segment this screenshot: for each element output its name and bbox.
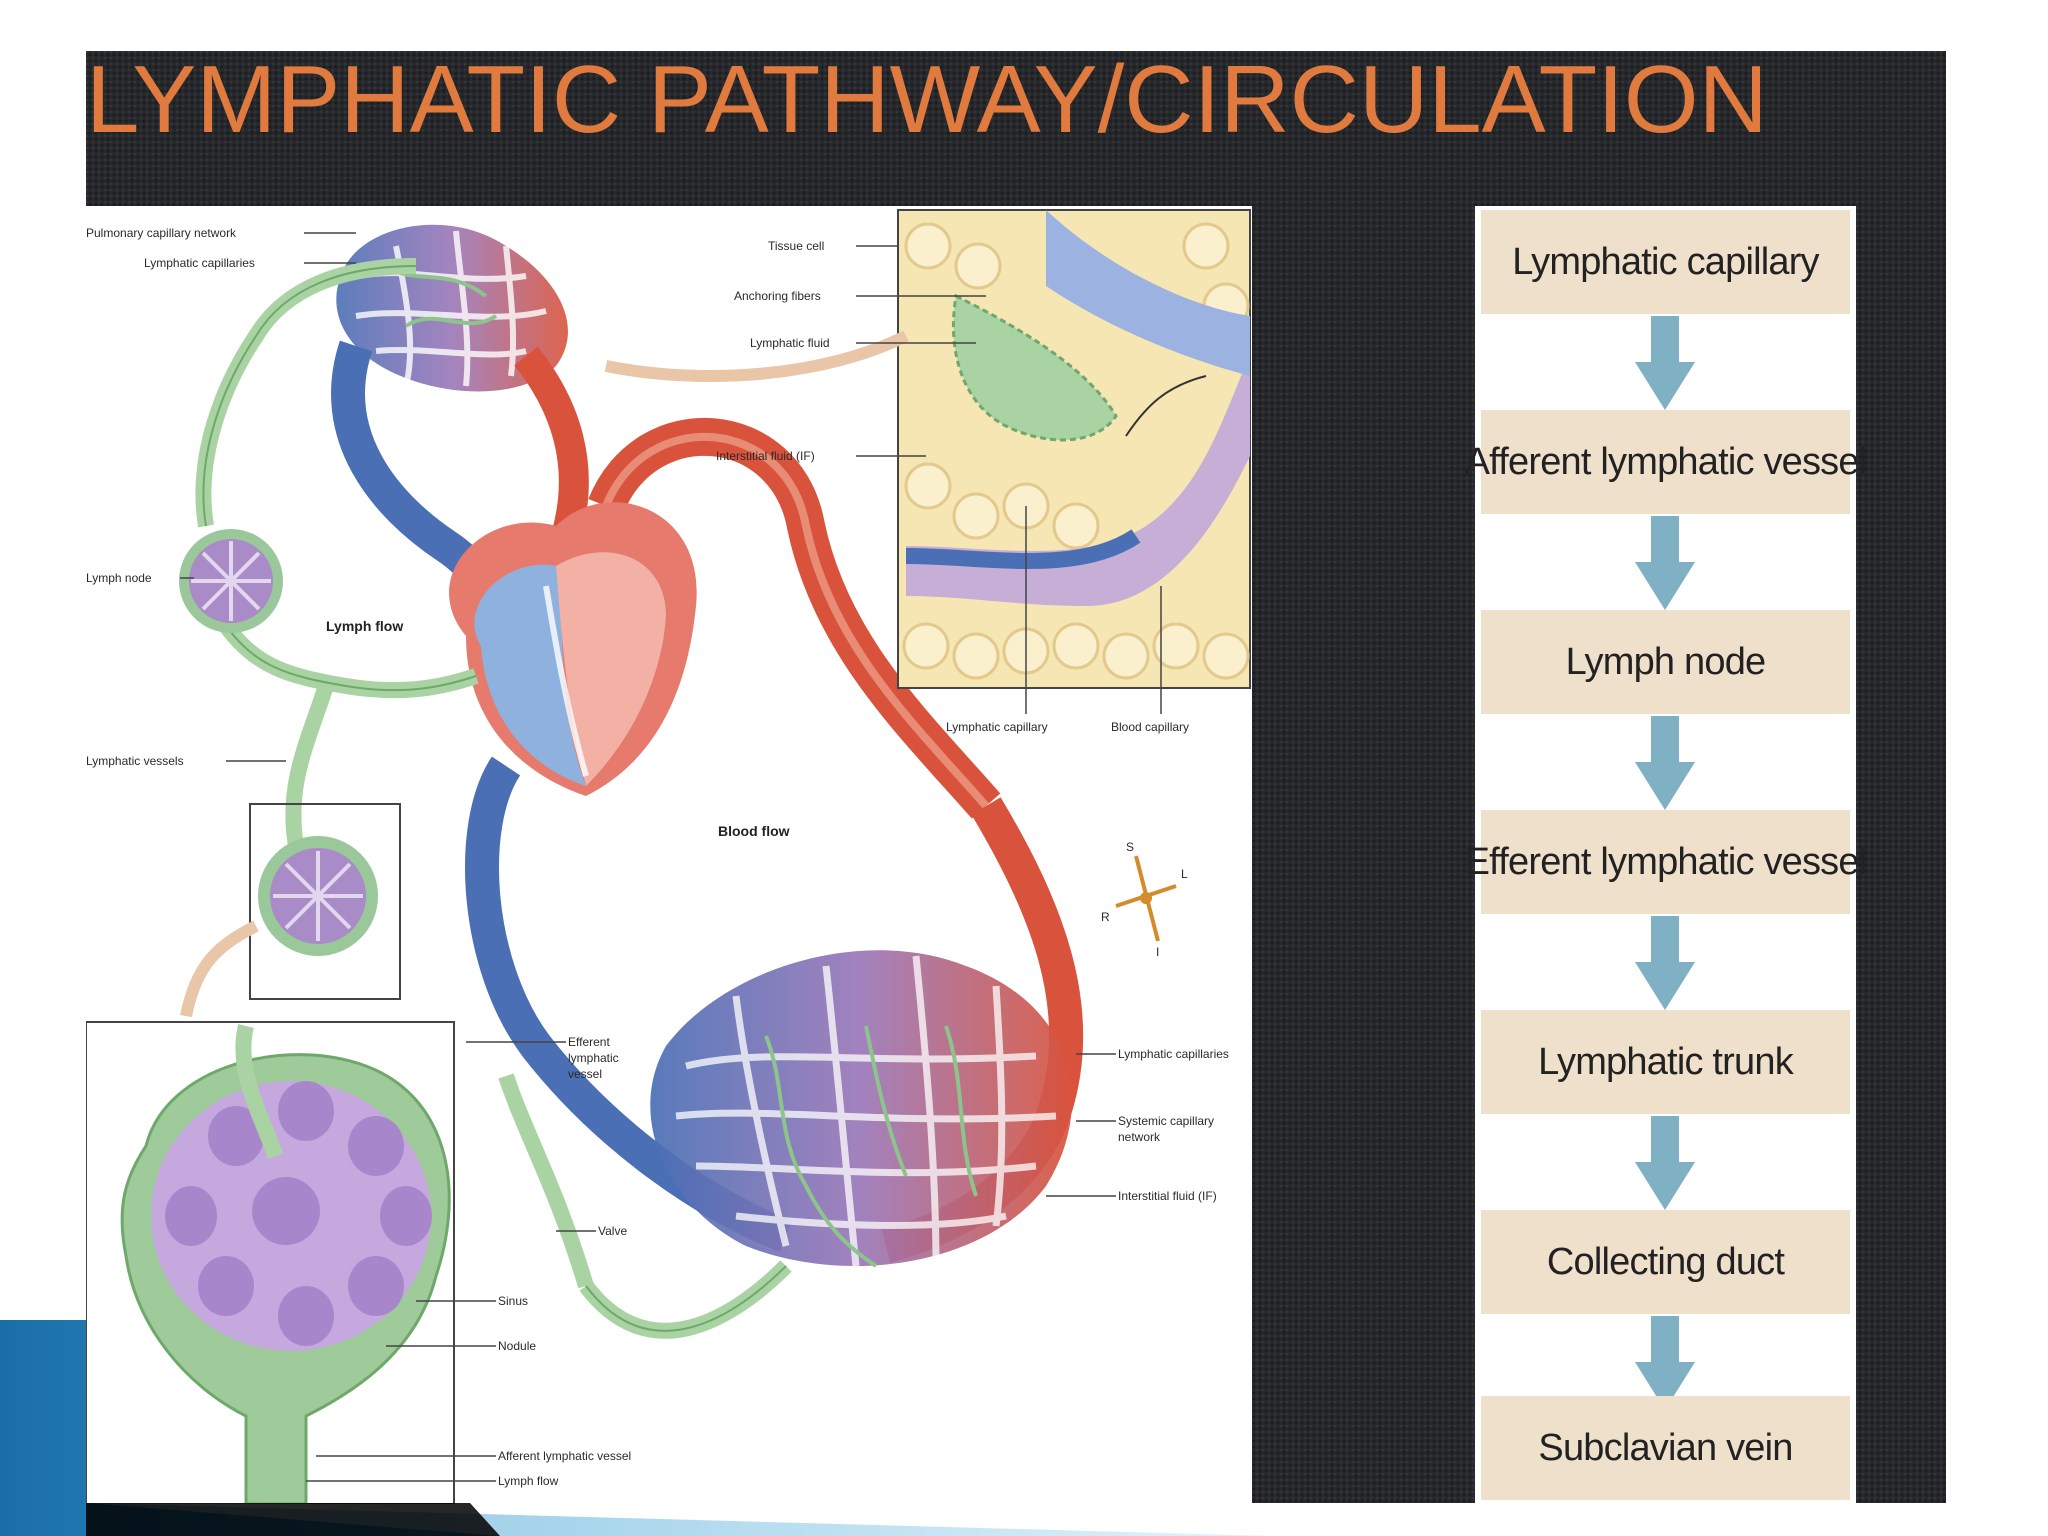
label-nodule: Nodule	[498, 1339, 536, 1353]
label-valve: Valve	[598, 1224, 627, 1238]
label-blood-flow: Blood flow	[718, 823, 790, 839]
label-efferent-2: lymphatic	[568, 1051, 619, 1065]
compass-rose: S L R I	[1101, 840, 1188, 959]
flow-step-1: Lymphatic capillary	[1481, 210, 1850, 314]
flow-step-6: Collecting duct	[1481, 1210, 1850, 1314]
diagram-illustration: S L R I Pulmonary	[86, 209, 1251, 1504]
label-lymph-flow-bottom: Lymph flow	[498, 1474, 559, 1488]
label-interstitial-fluid-2: Interstitial fluid (IF)	[1118, 1189, 1217, 1203]
label-sinus: Sinus	[498, 1294, 528, 1308]
lymph-pathway-flowchart: Lymphatic capillary Afferent lymphatic v…	[1465, 206, 1867, 1504]
slide-title: LYMPHATIC PATHWAY/CIRCULATION	[86, 46, 1768, 153]
label-systemic-2: network	[1118, 1130, 1161, 1144]
label-afferent-lymphatic-vessel: Afferent lymphatic vessel	[498, 1449, 631, 1463]
label-blood-capillary: Blood capillary	[1111, 720, 1189, 734]
label-lymphatic-capillary: Lymphatic capillary	[946, 720, 1048, 734]
down-arrow-icon	[1635, 1116, 1695, 1210]
lymph-node-middle	[258, 836, 378, 956]
lymphatic-diagram: S L R I Pulmonary	[86, 206, 1252, 1504]
label-lymphatic-fluid: Lymphatic fluid	[750, 336, 830, 350]
tissue-inset	[897, 209, 1251, 689]
label-efferent-1: Efferent	[568, 1035, 610, 1049]
label-lymph-node: Lymph node	[86, 571, 152, 585]
flow-step-2: Afferent lymphatic vessel	[1465, 410, 1867, 514]
flow-step-7: Subclavian vein	[1481, 1396, 1850, 1500]
label-pulmonary-capillary-network: Pulmonary capillary network	[86, 226, 237, 240]
label-efferent-3: vessel	[568, 1067, 602, 1081]
label-lymphatic-capillaries-right: Lymphatic capillaries	[1118, 1047, 1229, 1061]
down-arrow-icon	[1635, 316, 1695, 410]
down-arrow-icon	[1635, 916, 1695, 1010]
label-anchoring-fibers: Anchoring fibers	[734, 289, 821, 303]
down-arrow-icon	[1635, 1316, 1695, 1410]
compass-l: L	[1181, 867, 1188, 881]
systemic-capillary-network	[650, 950, 1072, 1268]
lymph-node-cross-section	[86, 1021, 455, 1504]
leader-lines	[180, 232, 1162, 1482]
down-arrow-icon	[1635, 716, 1695, 810]
compass-r: R	[1101, 910, 1110, 924]
decorative-wedge	[0, 1320, 1270, 1536]
heart	[449, 502, 697, 796]
label-lymphatic-vessels: Lymphatic vessels	[86, 754, 184, 768]
label-tissue-cell: Tissue cell	[768, 239, 824, 253]
label-lymphatic-capillaries-top: Lymphatic capillaries	[144, 256, 255, 270]
lymph-node-top	[179, 529, 283, 633]
label-interstitial-fluid: Interstitial fluid (IF)	[716, 449, 815, 463]
compass-i: I	[1156, 945, 1159, 959]
flow-step-3: Lymph node	[1481, 610, 1850, 714]
flow-step-5: Lymphatic trunk	[1481, 1010, 1850, 1114]
label-systemic-1: Systemic capillary	[1118, 1114, 1214, 1128]
compass-s: S	[1126, 840, 1134, 854]
label-lymph-flow: Lymph flow	[326, 618, 403, 634]
down-arrow-icon	[1635, 516, 1695, 610]
flow-step-4: Efferent lymphatic vessel	[1465, 810, 1867, 914]
